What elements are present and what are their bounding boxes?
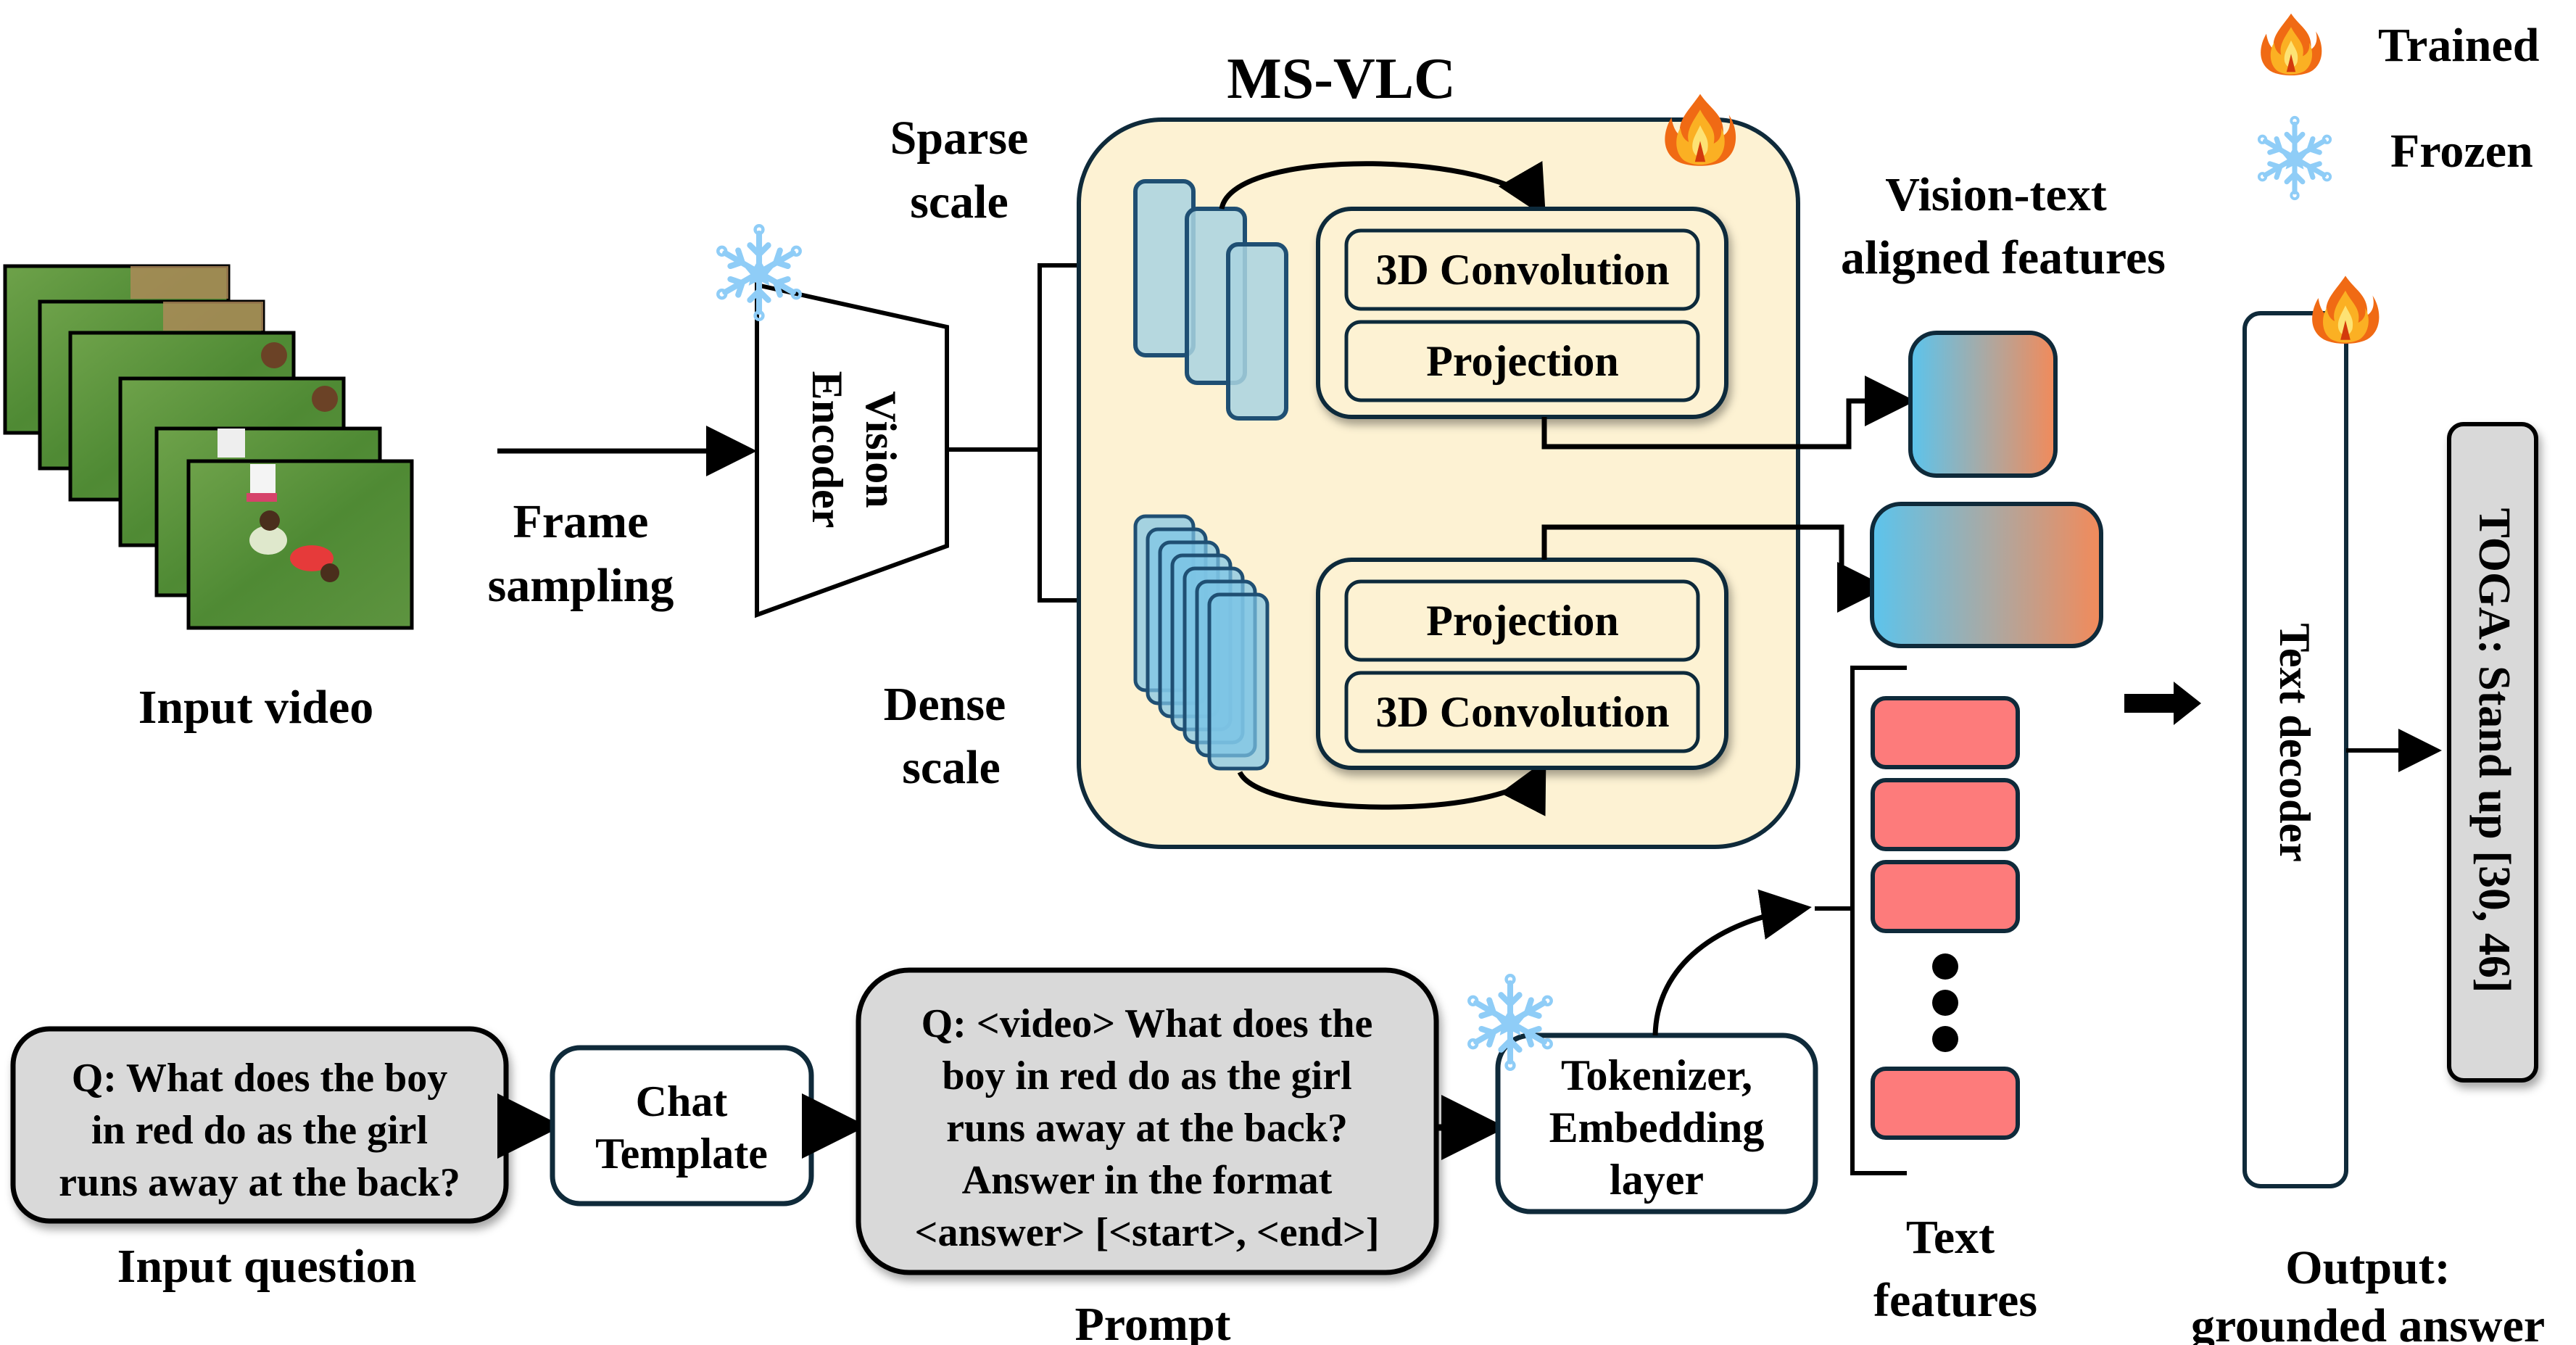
legend-frozen-label: Frozen [2390, 125, 2533, 178]
sparse-projection-block[interactable]: Projection [1344, 320, 1700, 402]
vision-encoder-label-2: Encoder [803, 371, 851, 529]
vision-encoder[interactable]: Vision Encoder [718, 225, 949, 618]
ms-vlc-panel: 3D Convolution Projection Projection [1077, 94, 1800, 849]
tokenizer-line: Tokenizer, [1561, 1051, 1752, 1099]
input-question-line: runs away at the back? [59, 1160, 460, 1205]
sparse-frame-stack [1133, 179, 1288, 421]
prompt-line: boy in red do as the girl [942, 1054, 1351, 1098]
ellipsis-dot [1932, 1026, 1958, 1052]
chat-template-label: Chat [636, 1077, 728, 1125]
prompt-label: Prompt [1074, 1298, 1230, 1345]
dense-branch: Projection 3D Convolution [1316, 558, 1728, 770]
text-features-label-2: features [1873, 1274, 2037, 1327]
dense-frame-stack [1133, 514, 1270, 771]
input-video-frames: Input video [3, 264, 414, 734]
dense-scale-label: Dense [884, 678, 1006, 731]
sparse-3d-conv-block[interactable]: 3D Convolution [1344, 228, 1700, 311]
chat-template-label-2: Template [595, 1130, 768, 1178]
video-frame [186, 459, 414, 630]
text-decoder[interactable]: Text decoder [2242, 276, 2380, 1188]
text-decoder-label: Text decoder [2271, 623, 2319, 861]
prompt-line: Q: <video> What does the [922, 1001, 1373, 1046]
text-feature-token [1871, 696, 2020, 769]
input-video-label: Input video [138, 681, 374, 734]
ellipsis-dot [1932, 990, 1958, 1016]
grounded-answer-text: TOGA: Stand up [30, 46] [2469, 508, 2519, 993]
text-feature-token [1871, 778, 2020, 851]
dense-3d-conv-block[interactable]: 3D Convolution [1344, 671, 1700, 753]
vision-encoder-label: Vision [857, 391, 905, 508]
sparse-scale-label-2: scale [910, 175, 1009, 228]
output-label-2: grounded answer [2191, 1299, 2545, 1345]
to-decoder-arrow [2124, 682, 2201, 725]
input-question-label: Input question [117, 1240, 417, 1293]
frame-sampling-label: Frame [513, 495, 649, 548]
prompt-line: <answer> [<start>, <end>] [915, 1210, 1380, 1255]
aligned-features-label-2: aligned features [1841, 231, 2166, 284]
prompt-line: runs away at the back? [946, 1106, 1348, 1151]
input-question-line: Q: What does the boy [72, 1056, 448, 1101]
legend: Trained Frozen [2259, 13, 2539, 199]
dense-projection-block[interactable]: Projection [1344, 579, 1700, 662]
sparse-aligned-feature [1908, 331, 2058, 478]
tokenizer-line: Embedding [1549, 1104, 1765, 1151]
ms-vlc-title: MS-VLC [1227, 47, 1456, 111]
legend-trained-label: Trained [2378, 19, 2539, 72]
text-feature-token [1871, 860, 2020, 933]
prompt-line: Answer in the format [962, 1158, 1333, 1203]
aligned-feature-connectors [1541, 376, 1916, 613]
sparse-projection-label: Projection [1426, 337, 1618, 385]
aligned-features-label: Vision-text [1885, 168, 2107, 221]
input-question-line: in red do as the girl [91, 1108, 428, 1153]
dense-projection-label: Projection [1426, 597, 1618, 645]
input-question-box: Q: What does the boy in red do as the gi… [10, 1026, 509, 1224]
snowflake-icon [2259, 117, 2330, 199]
dense-scale-label-2: scale [902, 741, 1001, 794]
chat-template-box[interactable]: Chat Template [550, 1045, 814, 1207]
text-features-group: Text features [1850, 666, 2037, 1327]
text-feature-token [1871, 1067, 2020, 1140]
sparse-skip-arrow [1219, 160, 1546, 218]
prompt-box: Q: <video> What does the boy in red do a… [856, 967, 1439, 1275]
tokenizer-to-features-arrow [1652, 889, 1812, 1036]
grounded-answer-box: TOGA: Stand up [30, 46] [2447, 422, 2538, 1083]
sparse-branch: 3D Convolution Projection [1316, 207, 1728, 419]
dense-3d-conv-label: 3D Convolution [1375, 688, 1669, 736]
flame-icon [2261, 13, 2322, 76]
tokenizer-line: layer [1610, 1156, 1704, 1204]
flame-icon [2312, 276, 2380, 344]
frame-sampling-label-2: sampling [488, 559, 674, 612]
ellipsis-dot [1932, 953, 1958, 980]
dense-skip-arrow [1237, 759, 1546, 816]
tokenizer-box[interactable]: Tokenizer, Embedding layer [1469, 975, 1818, 1214]
sparse-scale-label: Sparse [890, 112, 1029, 165]
output-label: Output: [2285, 1241, 2450, 1294]
sparse-3d-conv-label: 3D Convolution [1375, 246, 1669, 294]
dense-aligned-feature [1870, 502, 2103, 648]
text-features-label: Text [1906, 1211, 1995, 1264]
